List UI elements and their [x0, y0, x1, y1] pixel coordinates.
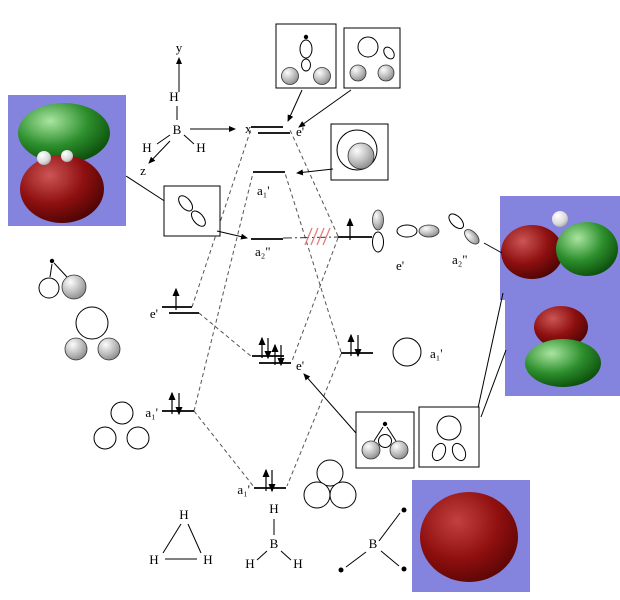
atom-label-h: H: [149, 552, 158, 567]
orbital-pictogram-a1-bonding: [303, 459, 357, 509]
atom-label-h: H: [169, 89, 178, 104]
orbital-box-e-bonding-1: [355, 411, 415, 469]
y-axis-label: y: [176, 40, 183, 55]
label-2p-a2: a₂": [452, 252, 468, 267]
isosurface-panel-pz-orbital: [8, 95, 126, 226]
atom-label-b: B: [270, 536, 279, 551]
atom-label-h: H: [245, 556, 254, 571]
orbital-pictogram-pz: [448, 213, 480, 245]
label-a1-antibonding: a₁': [257, 183, 270, 198]
atom-label-h: H: [203, 552, 212, 567]
level-labels: e' a₁' a₂" e' a₂" e' a₁' e' a₁' a₁': [145, 124, 467, 497]
annotation-arrows: [216, 89, 357, 434]
level-boron-2p: [338, 217, 372, 240]
structure-boron-atom: B: [338, 507, 407, 573]
label-h3-e: e': [150, 306, 158, 321]
z-axis-arrow: [148, 140, 171, 164]
label-a2-nonbonding: a₂": [255, 244, 271, 259]
level-h3-a1: [162, 391, 194, 416]
coordinate-molecule: H B H H: [142, 89, 205, 155]
orbital-pictogram-h3-a1: [93, 401, 150, 450]
atom-label-h: H: [293, 556, 302, 571]
atom-label-h: H: [269, 501, 278, 516]
label-e-antibonding: e': [296, 124, 304, 139]
orbital-pictogram-2s: [392, 337, 422, 367]
atom-label-h: H: [142, 140, 151, 155]
atom-label-b: B: [369, 536, 378, 551]
label-h3-a1: a₁': [145, 405, 158, 420]
label-2s-a1: a₁': [430, 346, 443, 361]
atom-label-h: H: [196, 140, 205, 155]
orbital-pictogram-py: [372, 209, 384, 253]
panel-connector-lines: [125, 175, 507, 418]
coordinate-axes: y x z: [140, 40, 252, 178]
label-2p-e: e': [396, 258, 404, 273]
nonbonding-dashdot-line: [282, 236, 339, 239]
crossing-hatch-marks: [304, 227, 331, 246]
orbital-box-e-bonding-2: [418, 406, 480, 468]
orbital-pictogram-h3-e2: [64, 306, 121, 361]
z-axis-label: z: [140, 163, 146, 178]
structure-bh3: H B H H: [245, 501, 302, 571]
atom-label-b: B: [173, 122, 182, 137]
level-center-e-antibonding: [251, 126, 290, 134]
orbital-pictogram-px: [396, 224, 440, 238]
correlation-lines: [191, 128, 342, 488]
label-a1-bonding: a₁': [237, 482, 250, 497]
orbital-box-e-antibonding-2: [343, 27, 401, 89]
level-boron-2s: [341, 333, 373, 358]
label-e-bonding: e': [296, 358, 304, 373]
level-center-e-bonding: [252, 336, 291, 367]
orbital-box-a2-pz: [163, 185, 221, 237]
x-axis-label: x: [245, 121, 252, 136]
orbital-pictogram-h3-e1: [38, 258, 87, 300]
isosurface-panel-e-prime-orbital-2: [505, 300, 620, 396]
orbital-box-e-antibonding-1: [275, 23, 337, 89]
isosurface-panel-a1-orbital: [412, 480, 530, 592]
level-center-a1-bonding: [254, 468, 286, 493]
isosurface-panel-e-prime-orbital: [500, 196, 620, 300]
level-h3-e: [162, 287, 199, 314]
structure-h3-triangle: H H H: [149, 507, 212, 567]
orbital-box-a1-antibonding: [330, 123, 389, 181]
atom-label-h: H: [179, 507, 188, 522]
